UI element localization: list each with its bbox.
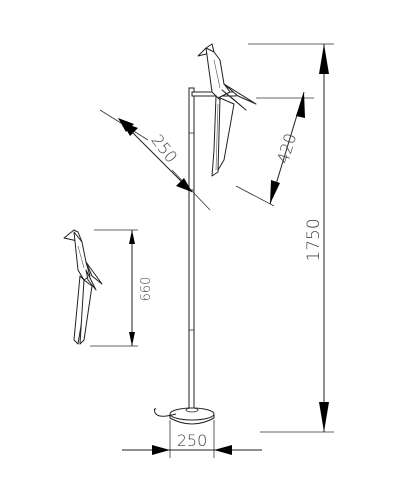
lamp-base	[169, 407, 215, 425]
arm-length-label: 250	[147, 131, 181, 167]
upper-bird-shade	[197, 43, 257, 177]
detail-bird-height-label: 660	[139, 277, 154, 302]
dimension-total-height: 1750	[248, 43, 334, 433]
dimension-base-width: 250	[122, 420, 262, 458]
upper-bird-height-label: 420	[273, 131, 300, 166]
dimension-upper-bird: 420	[235, 91, 314, 207]
total-height-label: 1750	[304, 218, 324, 261]
detail-bird	[63, 229, 103, 345]
power-cable	[153, 407, 177, 417]
lamp-pole	[188, 87, 195, 409]
base-width-label: 250	[177, 431, 208, 450]
dimension-detail-bird: 660	[90, 229, 154, 347]
